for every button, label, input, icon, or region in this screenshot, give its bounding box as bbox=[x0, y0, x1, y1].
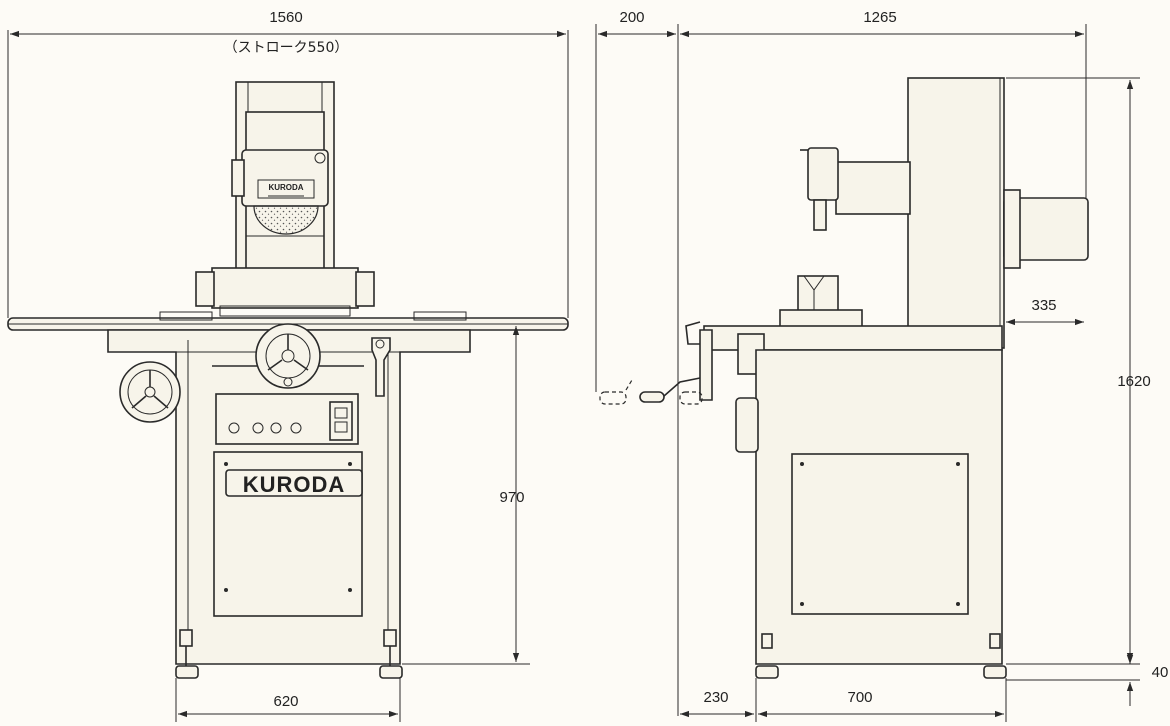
dim-side-front-label: 230 bbox=[703, 689, 728, 706]
grinding-wheel bbox=[253, 205, 319, 235]
dim-head-offset-label: 335 bbox=[1031, 297, 1056, 314]
brand-plate-label: KURODA bbox=[243, 472, 346, 497]
crossfeed-handwheel bbox=[255, 323, 321, 389]
stroke-note: （ストローク550） bbox=[224, 40, 349, 56]
saddle bbox=[211, 267, 359, 309]
front-view: KURODA bbox=[7, 81, 569, 679]
feed-crank bbox=[699, 329, 713, 401]
dim-leveler-height-label: 40 bbox=[1152, 664, 1169, 681]
crank-ghost bbox=[599, 391, 627, 405]
dim-side-rear-label: 200 bbox=[619, 9, 644, 26]
dimension-lines: 1560 （ストローク550） 200 1265 335 1620 40 970 bbox=[7, 9, 1169, 722]
side-door bbox=[791, 453, 969, 615]
brand-plate bbox=[225, 469, 363, 497]
side-view bbox=[599, 77, 1089, 679]
dim-table-height-label: 970 bbox=[499, 489, 524, 506]
dim-base-width-label: 620 bbox=[273, 693, 298, 710]
table-handwheel bbox=[119, 361, 181, 423]
guard-brand-label: KURODA bbox=[268, 183, 303, 192]
leveling-feet-side bbox=[755, 633, 1007, 679]
dim-side-depth-label: 1265 bbox=[863, 9, 896, 26]
dim-side-base-label: 700 bbox=[847, 689, 872, 706]
side-column bbox=[907, 77, 1005, 349]
leveling-feet-front bbox=[175, 629, 403, 679]
spindle-head bbox=[835, 161, 911, 215]
dim-overall-height-label: 1620 bbox=[1117, 373, 1150, 390]
magnetic-chuck bbox=[797, 275, 839, 313]
side-motor-box bbox=[735, 397, 759, 453]
dim-front-width-label: 1560 bbox=[269, 9, 302, 26]
downfeed-crank bbox=[371, 337, 391, 397]
